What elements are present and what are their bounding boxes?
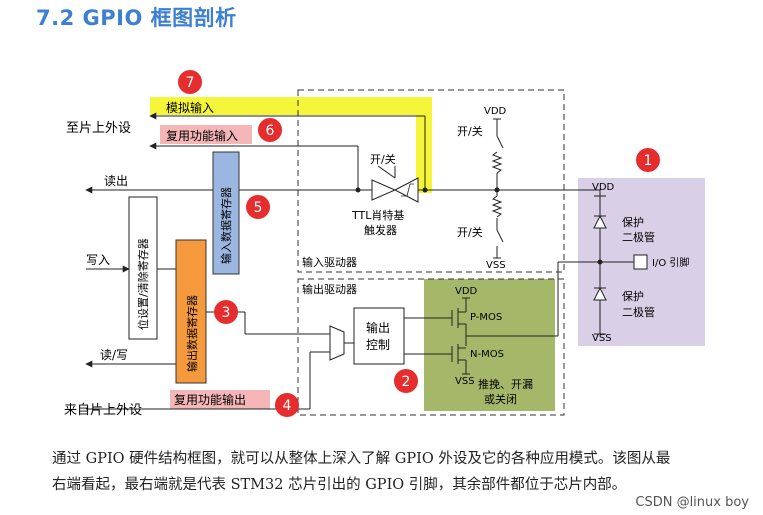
label-vdd-top: VDD	[484, 106, 507, 117]
output-stage-region	[424, 279, 555, 411]
alt-func-input-highlight	[160, 125, 252, 144]
gpio-block-diagram: 至片上外设 模拟输入 复用功能输入 读出 写入 读/写 来自片上外设 复用功能输…	[64, 70, 705, 418]
marker-4: 4	[275, 393, 299, 417]
label-switch-right-top: 开/关	[457, 124, 483, 138]
label-protect2: 保护	[622, 289, 644, 303]
label-switch-top: 开/关	[370, 152, 396, 166]
marker-5: 5	[246, 195, 270, 219]
io-pin-box	[633, 254, 648, 270]
label-pmos: P-MOS	[470, 312, 502, 323]
label-io-pin: I/O 引脚	[652, 256, 689, 269]
label-read-write: 读/写	[100, 348, 128, 362]
description-paragraph: 通过 GPIO 硬件结构框图，就可以从整体上深入了解 GPIO 外设及它的各种应…	[52, 446, 742, 498]
label-vdd-out: VDD	[455, 286, 478, 297]
output-driver-box	[297, 278, 565, 416]
label-diode1: 二极管	[622, 230, 655, 244]
label-bsrr: 位设置/清除寄存器	[136, 238, 150, 330]
svg-text:3: 3	[222, 305, 231, 321]
label-analog-in: 模拟输入	[166, 100, 214, 115]
label-schmitt: TTL肖特基	[351, 208, 404, 222]
label-vdd-prot: VDD	[592, 182, 615, 193]
label-switch-right-bottom: 开/关	[457, 225, 483, 239]
label-input-driver: 输入驱动器	[302, 255, 357, 269]
marker-1: 1	[636, 148, 660, 172]
label-output-control: 输出	[366, 320, 390, 335]
label-vss-mid: VSS	[486, 260, 506, 271]
svg-text:1: 1	[644, 153, 653, 169]
label-push-pull: 推挽、开漏	[478, 377, 533, 391]
label-alt-func-out: 复用功能输出	[174, 392, 246, 407]
label-or-off: 或关闭	[484, 392, 517, 406]
output-mux	[329, 325, 345, 361]
output-control-box	[353, 307, 405, 365]
label-schmitt2: 触发器	[364, 223, 397, 237]
label-vss-prot: VSS	[592, 333, 612, 344]
label-diode2: 二极管	[622, 305, 655, 319]
idr-register-box	[212, 151, 240, 275]
label-write-in: 写入	[86, 253, 110, 267]
analog-input-highlight-vertical	[416, 97, 432, 193]
label-nmos: N-MOS	[470, 349, 504, 360]
marker-3: 3	[214, 300, 238, 324]
analog-input-highlight	[150, 97, 432, 115]
paragraph-line-1: 通过 GPIO 硬件结构框图，就可以从整体上深入了解 GPIO 外设及它的各种应…	[52, 451, 671, 467]
label-read-out: 读出	[104, 174, 128, 188]
input-driver-box	[297, 89, 565, 273]
label-output-control2: 控制	[366, 338, 390, 352]
section-title: 7.2 GPIO 框图剖析	[36, 6, 237, 30]
svg-text:6: 6	[266, 123, 275, 139]
marker-7: 7	[178, 70, 202, 94]
svg-text:5: 5	[254, 200, 263, 216]
schmitt-trigger	[371, 179, 397, 201]
paragraph-line-2: 右端看起，最右端就是代表 STM32 芯片引出的 GPIO 引脚，其余部件都位于…	[52, 477, 627, 493]
marker-2: 2	[394, 369, 418, 393]
label-idr: 输入数据寄存器	[219, 187, 233, 264]
label-odr: 输出数据寄存器	[185, 295, 199, 372]
marker-6: 6	[258, 118, 282, 142]
svg-text:2: 2	[402, 374, 411, 390]
watermark: CSDN @linux boy	[635, 495, 749, 510]
label-to-peripheral: 至片上外设	[66, 121, 131, 136]
label-from-peripheral: 来自片上外设	[64, 403, 142, 418]
svg-text:7: 7	[186, 75, 195, 91]
label-output-driver: 输出驱动器	[302, 282, 357, 296]
svg-text:4: 4	[283, 398, 292, 414]
label-alt-func-in: 复用功能输入	[166, 128, 238, 143]
alt-func-output-highlight	[170, 390, 270, 409]
label-vss-out: VSS	[455, 376, 475, 387]
label-protect1: 保护	[622, 215, 644, 229]
